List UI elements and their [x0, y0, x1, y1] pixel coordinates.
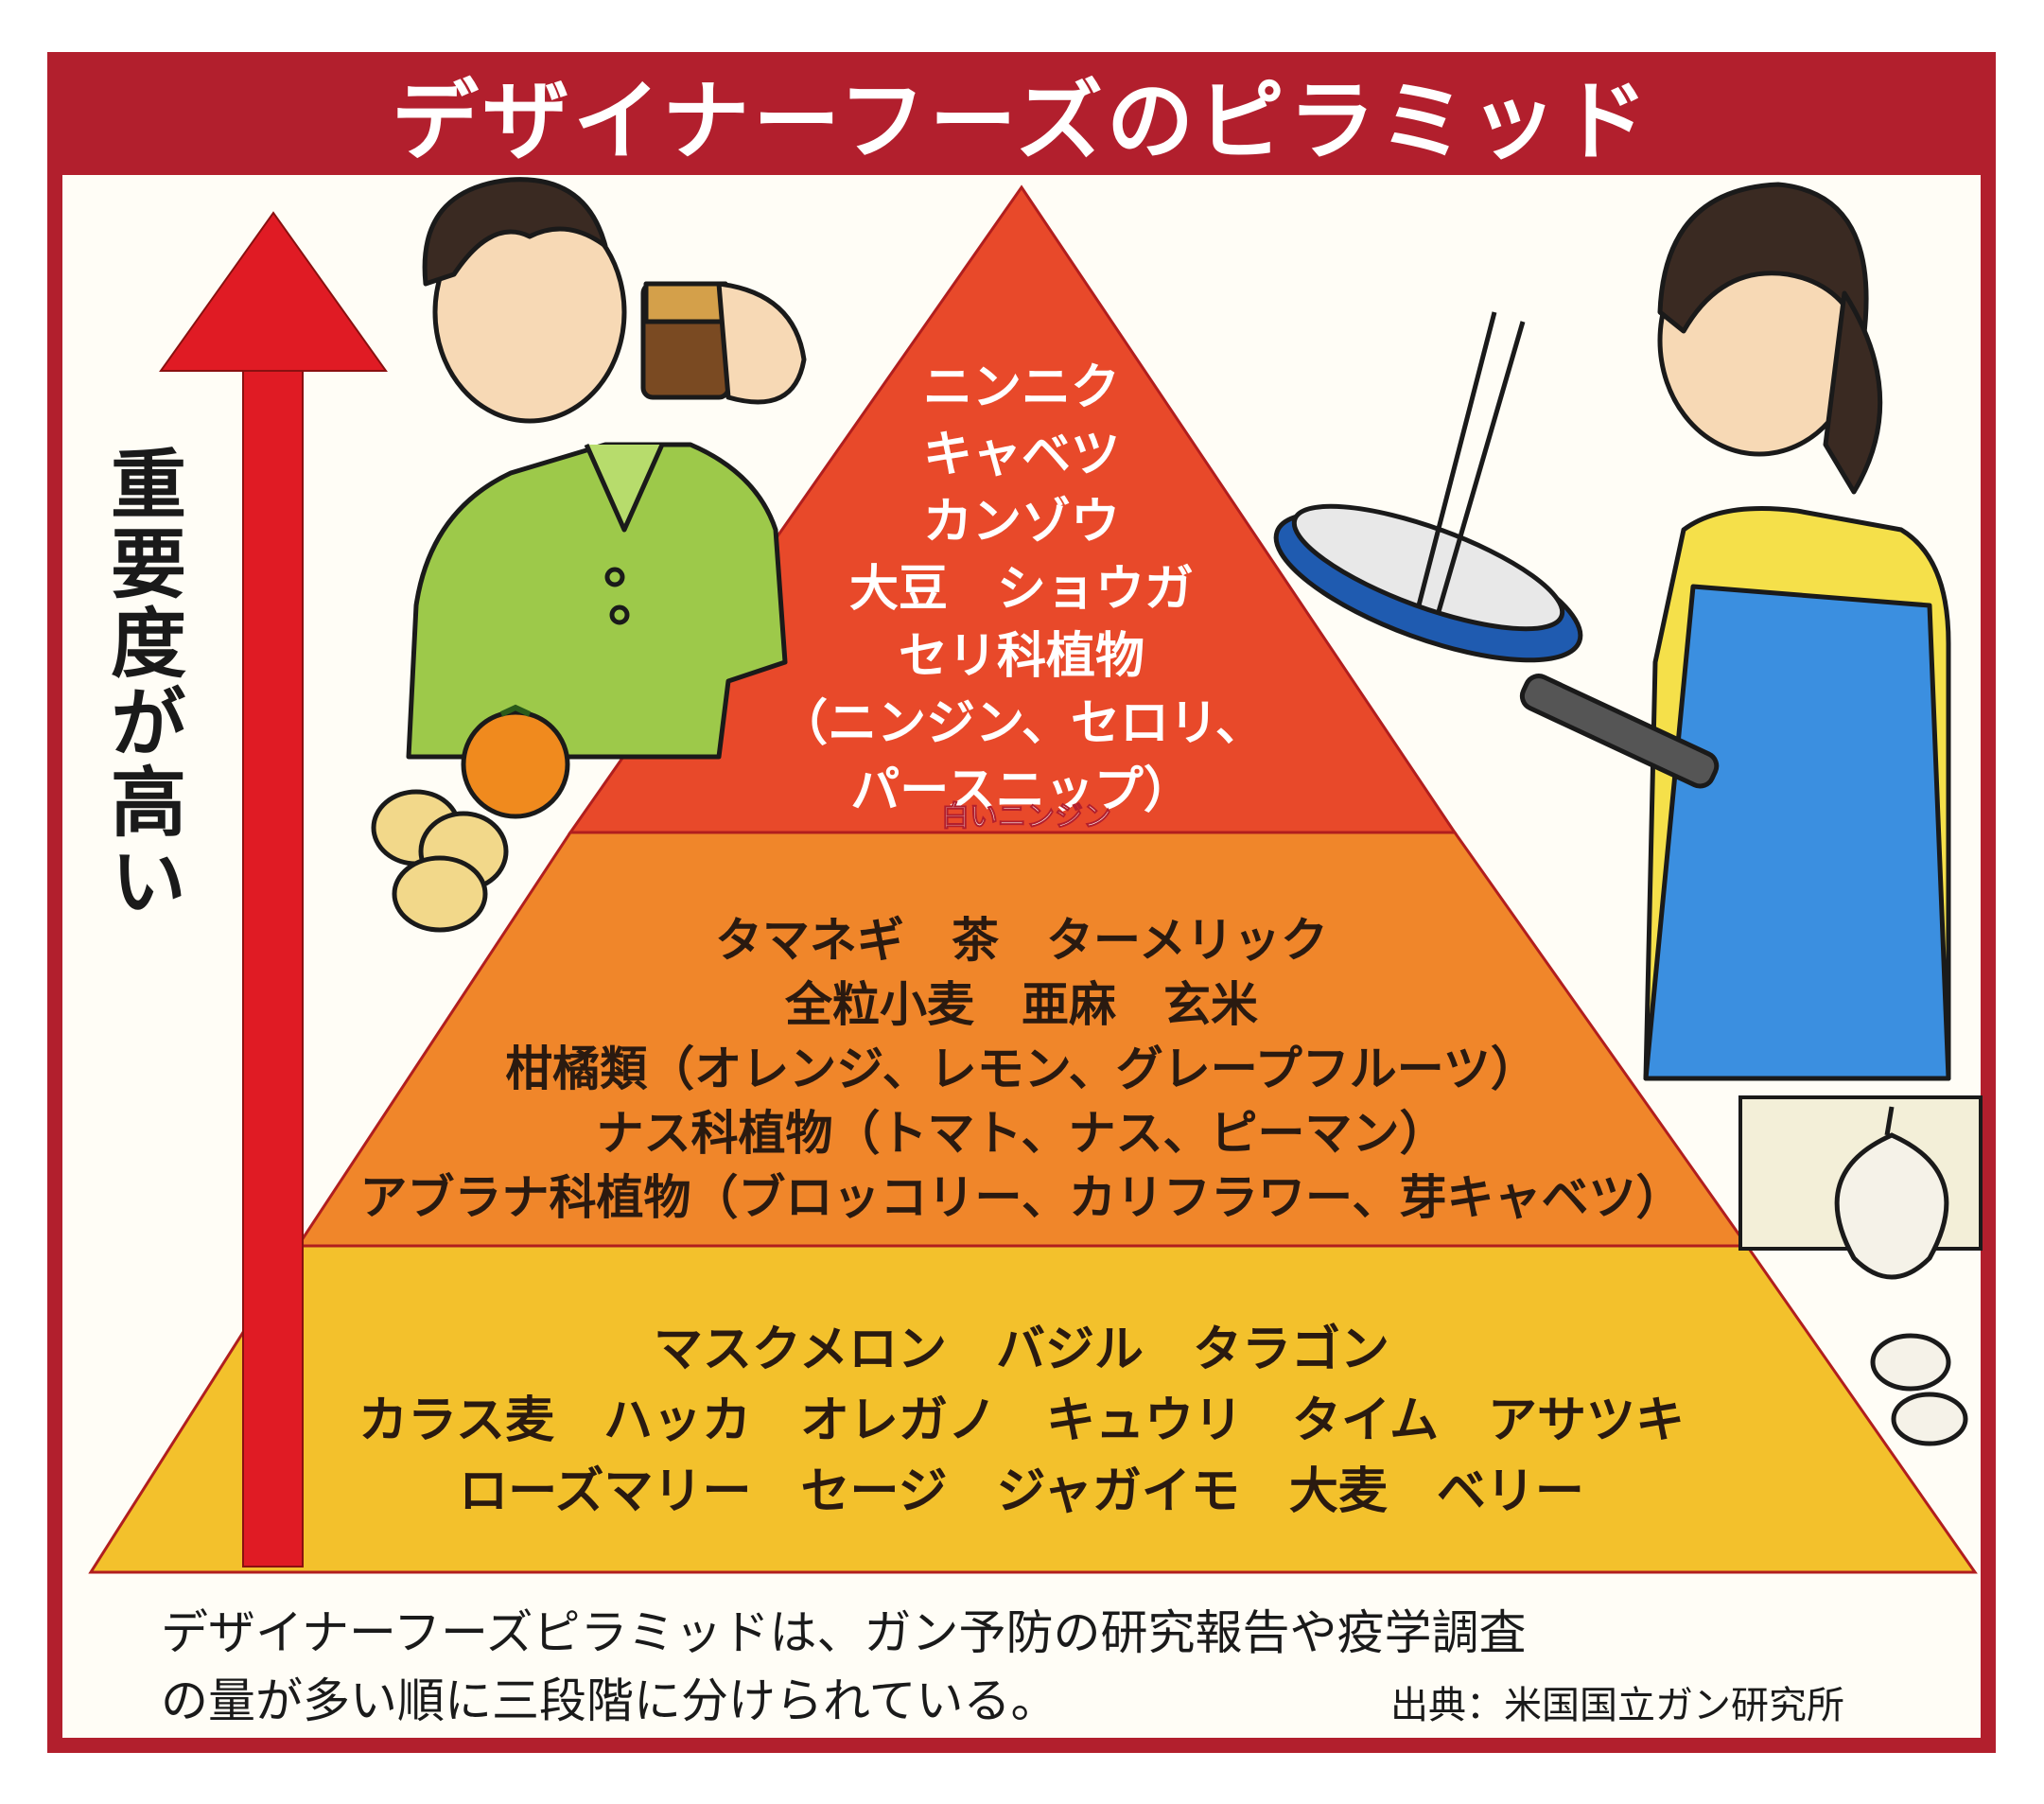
tier-top-note: 白いニンジン	[941, 800, 1112, 834]
garlic-illustration	[1834, 1106, 1968, 1446]
woman-cooking-illustration	[1643, 182, 1951, 1081]
tier-bottom-item: カラス麦 ハッカ オレガノ キュウリ タイム アサツキ	[358, 1392, 1685, 1449]
tier-top-item: 大豆 ショウガ	[848, 561, 1194, 618]
man-drinking-illustration	[406, 177, 807, 760]
page-title: デザイナーフーズのピラミッド	[391, 70, 1652, 172]
tier-middle-list: タマネギ 茶 ターメリック 全粒小麦 亜麻 玄米 柑橘類（オレンジ、レモン、グレ…	[341, 908, 1703, 1230]
caption-line: の量が多い順に三段階に分けられている。	[161, 1673, 1058, 1728]
pyramid-tier-bottom	[88, 1244, 1978, 1574]
tier-top-item: ニンニク	[922, 359, 1120, 416]
tier-middle-item: ナス科植物（トマト、ナス、ピーマン）	[596, 1106, 1447, 1161]
tier-middle-item: 柑橘類（オレンジ、レモン、グレープフルーツ）	[505, 1042, 1538, 1096]
tier-bottom-list: マスクメロン バジル タラゴン カラス麦 ハッカ オレガノ キュウリ タイム ア…	[312, 1315, 1731, 1528]
title-bar: デザイナーフーズのピラミッド	[47, 52, 1996, 175]
ginger-illustration	[371, 789, 509, 933]
tier-middle-item: 全粒小麦 亜麻 玄米	[785, 977, 1258, 1032]
tier-top-item: （ニンジン、セロリ、	[778, 695, 1265, 752]
tier-bottom-item: マスクメロン バジル タラゴン	[654, 1322, 1389, 1378]
tier-top-item: パースニップ）	[850, 762, 1193, 819]
tier-middle-item: アブラナ科植物（ブロッコリー、カリフラワー、芽キャベツ）	[359, 1170, 1684, 1225]
tier-bottom-item: ローズマリー セージ ジャガイモ 大麦 ベリー	[459, 1463, 1584, 1520]
caption: デザイナーフーズピラミッドは、ガン予防の研究報告や疫学調査 の量が多い順に三段階…	[161, 1599, 1911, 1735]
tier-top-item: セリ科植物	[898, 628, 1144, 685]
source-credit: 出典：米国国立ガン研究所	[1390, 1684, 1844, 1727]
orange-illustration	[461, 704, 570, 819]
frying-pan-illustration	[1273, 311, 1720, 789]
importance-arrow	[159, 211, 388, 1568]
tier-top-list: ニンニク キャベツ カンゾウ 大豆 ショウガ セリ科植物 （ニンジン、セロリ、 …	[662, 355, 1381, 825]
tier-middle-item: タマネギ 茶 ターメリック	[715, 913, 1328, 968]
caption-line: デザイナーフーズピラミッドは、ガン予防の研究報告や疫学調査	[161, 1605, 1527, 1660]
tier-top-item: キャベツ	[922, 427, 1120, 483]
tier-top-item: カンゾウ	[922, 494, 1120, 551]
importance-axis-label: 重要度が高い	[98, 445, 186, 921]
